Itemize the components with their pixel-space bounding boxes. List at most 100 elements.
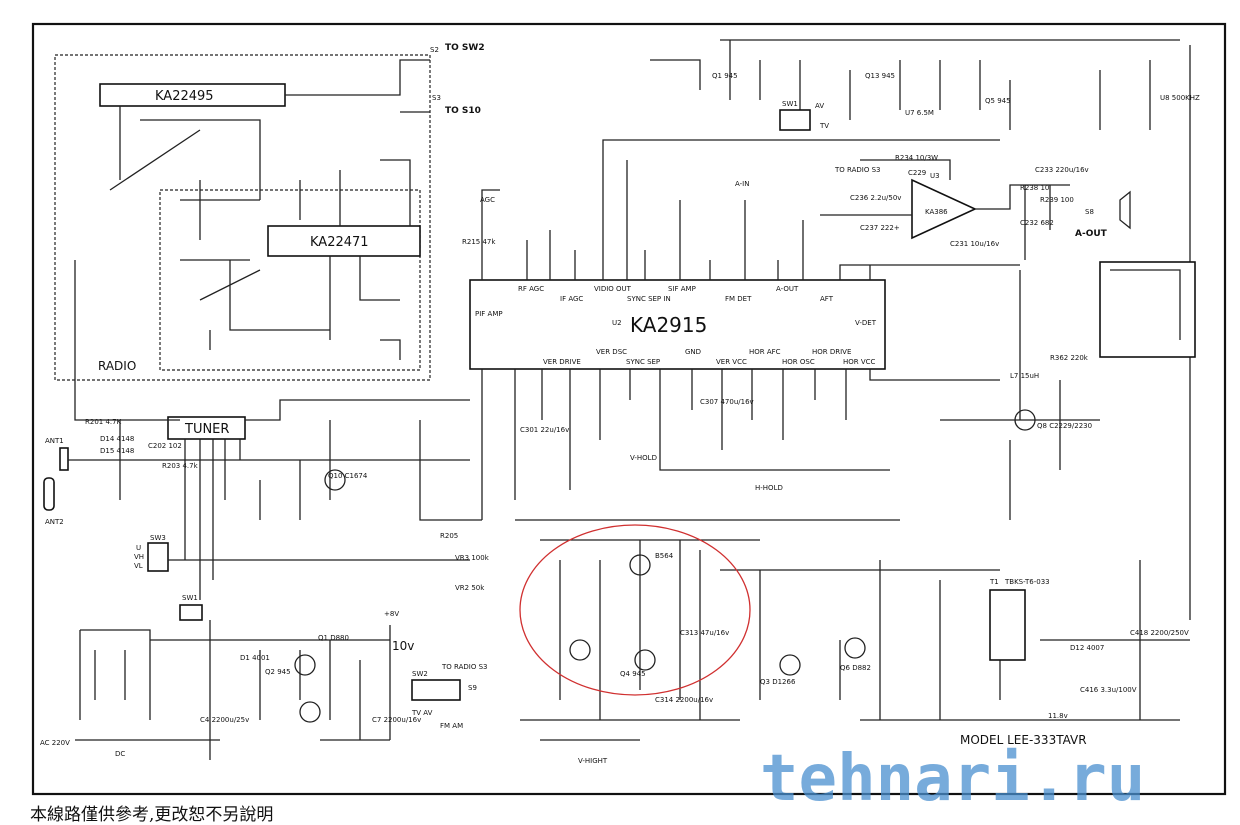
pin-vidio-out: VIDIO OUT xyxy=(594,285,632,293)
pin-fm-det: FM DET xyxy=(725,295,752,303)
s2-label: S2 xyxy=(430,46,439,54)
r215-label: R215 47k xyxy=(462,238,496,246)
q2-label: Q2 945 xyxy=(265,668,291,676)
dc-label: DC xyxy=(115,750,125,758)
q13-label: Q13 945 xyxy=(865,72,895,80)
q10-label: Q10 C1674 xyxy=(328,472,368,480)
to-sw2-label: TO SW2 xyxy=(445,43,485,53)
pin-if-agc: IF AGC xyxy=(560,295,583,303)
pin-sif-amp: SIF AMP xyxy=(668,285,696,293)
to-s10-label: TO S10 xyxy=(445,106,481,116)
ka386-label: KA386 xyxy=(925,208,948,216)
d12-label: D12 4007 xyxy=(1070,644,1104,652)
ic-name: KA2915 xyxy=(630,313,707,337)
sound-section: AV TV SW1 Q1 945 Q13 945 Q5 945 U8 500KH… xyxy=(462,39,1200,620)
pin-hor-afc: HOR AFC xyxy=(749,348,781,356)
footer-note: 本線路僅供參考,更改恕不另說明 xyxy=(30,805,274,825)
power-q1-label: Q1 D880 xyxy=(318,634,349,642)
s9-label: S9 xyxy=(468,684,477,692)
sw2-label: SW2 xyxy=(412,670,428,678)
c313-label: C313 47u/16v xyxy=(680,629,729,637)
l7-label: L7 15uH xyxy=(1010,372,1039,380)
c202-label: C202 102 xyxy=(148,442,182,450)
u8-label: U8 500KHZ xyxy=(1160,94,1200,102)
t1-label: T1 xyxy=(989,578,999,586)
radio-section: KA22495 KA22471 RADIO S2 TO SW2 S3 TO S1… xyxy=(54,43,485,381)
tuner-section: TUNER ANT1 ANT2 R201 4.7K D14 4148 D15 4… xyxy=(43,260,482,600)
b564-label: B564 xyxy=(655,552,674,560)
c236-label: C236 2.2u/50v xyxy=(850,194,901,202)
pin-hor-vcc: HOR VCC xyxy=(843,358,876,366)
c314-label: C314 2200u/16v xyxy=(655,696,713,704)
vr2-label: VR2 50k xyxy=(455,584,485,592)
vl-label: VL xyxy=(134,562,143,570)
q3-label: Q3 D1266 xyxy=(760,678,796,686)
u-label: U xyxy=(136,544,141,552)
c229-label: C229 xyxy=(908,169,926,177)
vr3-label: VR3 100k xyxy=(455,554,490,562)
pin-hor-drive: HOR DRIVE xyxy=(812,348,851,356)
r362-label: R362 220k xyxy=(1050,354,1089,362)
c232-label: C232 682 xyxy=(1020,219,1054,227)
v10-label: 10v xyxy=(392,639,414,653)
pin-v-det: V-DET xyxy=(855,319,877,327)
sw3-label: SW3 xyxy=(150,534,166,542)
model-label: MODEL LEE-333TAVR xyxy=(960,733,1087,747)
ant2-label: ANT2 xyxy=(45,518,64,526)
pin-aft: AFT xyxy=(820,295,834,303)
c231-label: C231 10u/16v xyxy=(950,240,999,248)
radio-label: RADIO xyxy=(98,359,136,373)
flyback-part-label: TBKS-T6-033 xyxy=(1004,578,1050,586)
c307-label: C307 470u/16v xyxy=(700,398,754,406)
pin-a-out: A-OUT xyxy=(776,285,799,293)
q6-label: Q6 D882 xyxy=(840,664,871,672)
pin-gnd: GND xyxy=(685,348,701,356)
c7-label: C7 2200u/16v xyxy=(372,716,421,724)
tv-av-label: TV AV xyxy=(411,709,433,717)
h-hold-label: H-HOLD xyxy=(755,484,783,492)
d15-label: D15 4148 xyxy=(100,447,134,455)
pin-ver-drive: VER DRIVE xyxy=(543,358,581,366)
watermark: tehnari.ru xyxy=(760,742,1145,816)
r238-label: R238 10 xyxy=(1020,184,1049,192)
v-hight-label: V-HIGHT xyxy=(578,757,608,765)
ant1-label: ANT1 xyxy=(45,437,64,445)
u7-label: U7 6.5M xyxy=(905,109,934,117)
r203-label: R203 4.7k xyxy=(162,462,199,470)
plus8v-label: +8V xyxy=(384,610,399,618)
ac-220v-label: AC 220V xyxy=(40,739,70,747)
u3-label: U3 xyxy=(930,172,940,180)
pin-hor-osc: HOR OSC xyxy=(782,358,815,366)
ic-ref: U2 xyxy=(612,319,622,327)
q5-label: Q5 945 xyxy=(985,97,1011,105)
q4-label: Q4 945 xyxy=(620,670,646,678)
agc-label: AGC xyxy=(480,196,495,204)
tv-label: TV xyxy=(819,122,829,130)
d1-label: D1 4001 xyxy=(240,654,270,662)
v11-label: 11.8v xyxy=(1048,712,1068,720)
r205-label: R205 xyxy=(440,532,458,540)
c301-label: C301 22u/16v xyxy=(520,426,569,434)
sw1-label: SW1 xyxy=(782,100,798,108)
vertical-section: V-HOLD H-HOLD V-HIGHT B564 Q4 945 C313 4… xyxy=(440,398,900,765)
pin-ver-vcc: VER VCC xyxy=(716,358,747,366)
a-out-label: A-OUT xyxy=(1075,229,1108,239)
sheet-border xyxy=(31,22,1227,796)
ic-ka22495: KA22495 xyxy=(155,89,214,104)
s3-label: S3 xyxy=(432,94,441,102)
pin-sync-sep-in: SYNC SEP IN xyxy=(627,295,671,303)
pin-pif-amp: PIF AMP xyxy=(475,310,503,318)
tuner-label: TUNER xyxy=(184,422,229,437)
r201-label: R201 4.7K xyxy=(85,418,122,426)
ic-ka22471: KA22471 xyxy=(310,235,369,250)
power-section: SW1 AC 220V DC 10v +8V SW2 TO RADIO S3 S… xyxy=(40,594,487,760)
power-sw1-label: SW1 xyxy=(182,594,198,602)
v-hold-label: V-HOLD xyxy=(630,454,657,462)
a-in-label: A-IN xyxy=(735,180,749,188)
crt-socket xyxy=(940,261,1196,520)
c237-label: C237 222+ xyxy=(860,224,900,232)
c233-label: C233 220u/16v xyxy=(1035,166,1089,174)
c416-label: C416 3.3u/100V xyxy=(1080,686,1137,694)
c418-label: C418 2200/250V xyxy=(1130,629,1189,637)
